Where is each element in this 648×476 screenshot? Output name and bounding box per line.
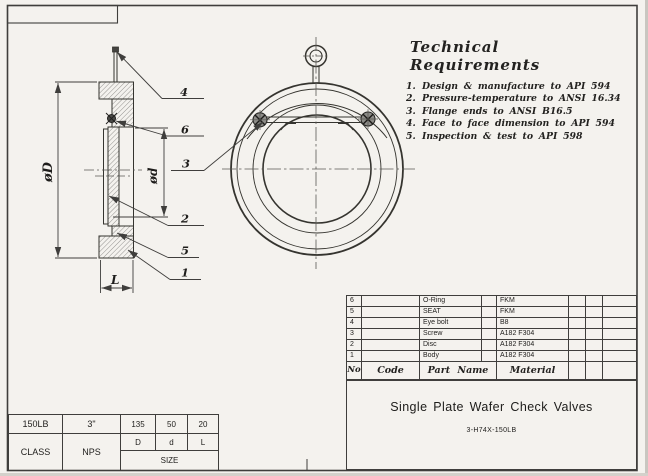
dim-L-label: L (187, 433, 219, 451)
callout-labels: 4 6 3 2 5 1 (180, 85, 190, 280)
scan-edge (645, 0, 648, 476)
front-view-centerlines (222, 37, 415, 269)
callout-body: 1 (181, 266, 189, 280)
hinge-screw-right (358, 109, 378, 130)
disc-section (103, 128, 109, 225)
size-label: SIZE (120, 450, 219, 471)
table-row: 4 Eye bolt B8 (347, 318, 636, 329)
section-view: øD ød L (41, 46, 168, 293)
dim-label-outer-diameter: øD (41, 161, 56, 183)
requirement-item: 1. Design & manufacture to API 594 (406, 81, 611, 92)
scan-edge (0, 473, 648, 476)
requirement-item: 2. Pressure-temperature to ANSI 16.34 (406, 93, 621, 105)
parts-table-header: No Code Part Name Material (347, 362, 636, 380)
drawing-title: Single Plate Wafer Check Valves (390, 400, 593, 414)
table-row: 6 O-Ring FKM (347, 296, 636, 307)
technical-requirements-title: Technical Requirements (410, 38, 541, 74)
dim-L-value: 20 (187, 414, 219, 434)
technical-requirements: Technical Requirements 1. Design & manuf… (400, 38, 636, 143)
class-label: CLASS (8, 433, 63, 471)
drawing-frame (6, 4, 638, 472)
title-block: Single Plate Wafer Check Valves 3-H74X-1… (346, 380, 637, 470)
table-row: 2 Disc A182 F304 (347, 340, 636, 351)
dim-d-label: d (155, 433, 188, 451)
nps-value: 3" (62, 414, 121, 434)
dim-outer-diameter (54, 81, 97, 259)
requirement-item: 5. Inspection & test to API 598 (406, 130, 583, 142)
callout-seat: 5 (181, 244, 189, 258)
class-value: 150LB (8, 414, 63, 434)
hinge-lugs (280, 123, 354, 131)
front-view (222, 37, 415, 269)
dim-face-to-face (100, 260, 134, 293)
table-row: 3 Screw A182 F304 (347, 329, 636, 340)
requirement-item: 3. Flange ends to ANSI B16.5 (406, 105, 573, 117)
dim-d-value: 50 (155, 414, 188, 434)
callout-eye-bolt: 4 (180, 85, 188, 99)
frame-corner-box (6, 4, 119, 24)
size-table: 150LB 3" 135 50 20 CLASS NPS D d L SIZE (8, 414, 219, 471)
callout-screw: 3 (182, 157, 190, 171)
nps-label: NPS (62, 433, 121, 471)
table-row: 1 Body A182 F304 (347, 351, 636, 362)
section-centerlines (84, 169, 142, 177)
dim-label-face-to-face: L (110, 273, 119, 287)
hinge-screw-section (105, 112, 118, 125)
parts-table: 6 O-Ring FKM 5 SEAT FKM 4 Eye bolt B8 3 … (346, 295, 637, 380)
callout-disc: 2 (180, 212, 189, 226)
dim-label-disc-diameter: ød (146, 167, 160, 185)
requirement-item: 4. Face to face dimension to API 594 (406, 118, 615, 130)
drawing-number: 3-H74X-150LB (466, 427, 517, 434)
callout-o-ring: 6 (181, 123, 189, 137)
callout-leaders (108, 51, 264, 280)
dim-D-value: 135 (120, 414, 156, 434)
hinge-screw-left (250, 110, 270, 130)
dim-D-label: D (120, 433, 156, 451)
table-row: 5 SEAT FKM (347, 307, 636, 318)
